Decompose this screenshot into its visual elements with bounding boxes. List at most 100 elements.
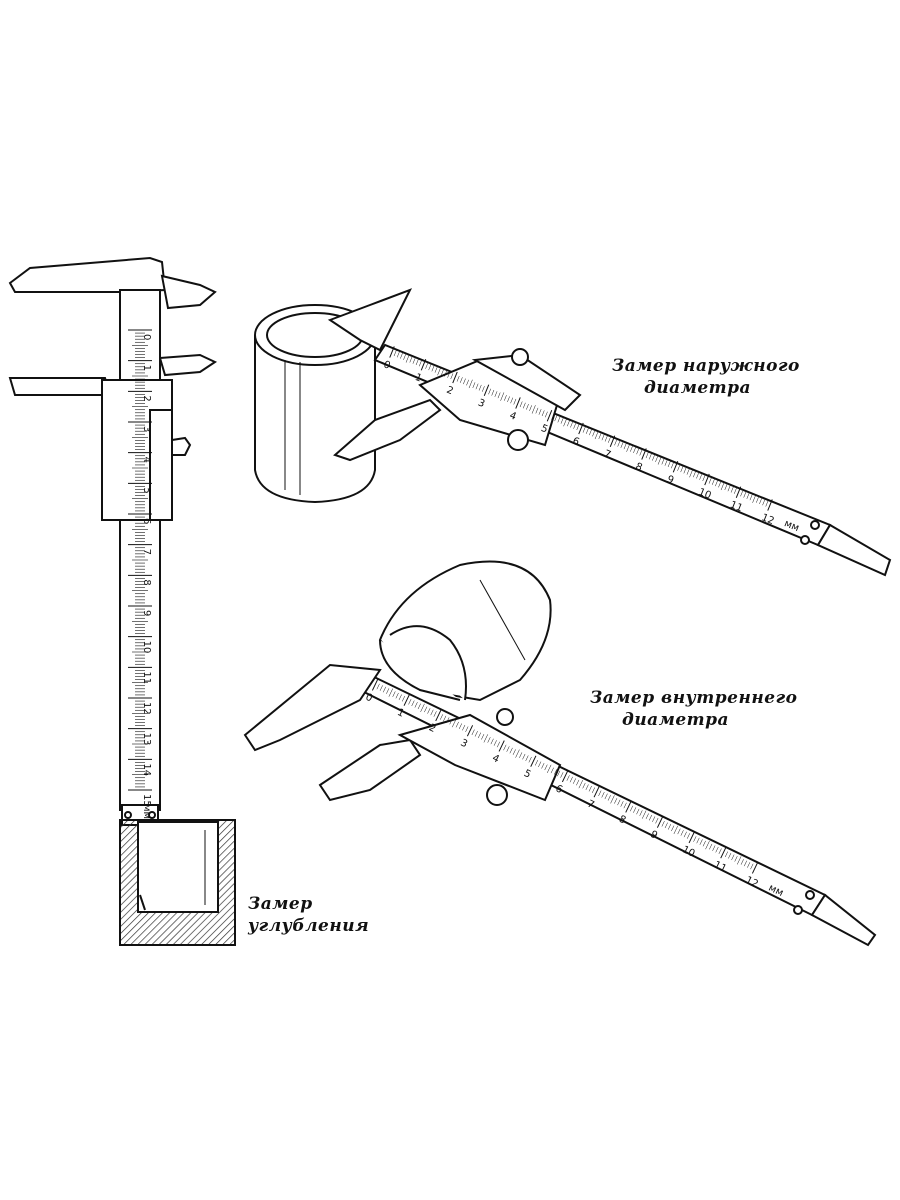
inner-lock-screw bbox=[496, 708, 514, 726]
diagonal-minor-tick bbox=[617, 440, 621, 447]
vertical-scale-number: 7 bbox=[141, 549, 152, 555]
diagonal-minor-tick bbox=[412, 358, 416, 364]
diagonal-minor-tick bbox=[494, 391, 498, 397]
diagonal-major-tick bbox=[371, 679, 379, 691]
outer-label-line2: диаметра bbox=[644, 378, 752, 398]
lock-screw bbox=[171, 436, 192, 456]
vertical-scale-number: 10 bbox=[141, 641, 152, 654]
diagonal-minor-tick bbox=[576, 779, 580, 786]
diagonal-scale-number: 9 bbox=[665, 474, 675, 487]
diagonal-major-tick bbox=[767, 499, 773, 511]
diagonal-minor-tick bbox=[392, 691, 396, 697]
diagonal-minor-tick bbox=[636, 448, 640, 455]
diagonal-minor-tick bbox=[582, 782, 586, 789]
diagonal-minor-tick bbox=[420, 703, 425, 713]
depth-label-line2: углубления bbox=[248, 916, 370, 936]
diagonal-minor-tick bbox=[541, 763, 545, 769]
diagonal-scale-number: 2 bbox=[445, 385, 455, 398]
diagonal-minor-tick bbox=[645, 813, 649, 819]
diagonal-minor-tick bbox=[388, 688, 394, 697]
diagonal-minor-tick bbox=[724, 484, 728, 491]
diagonal-minor-tick bbox=[746, 493, 750, 499]
diagonal-minor-tick bbox=[720, 481, 725, 491]
diagonal-minor-tick bbox=[664, 822, 668, 829]
outer-depth-rod bbox=[816, 523, 892, 577]
fixed-outer-jaw bbox=[8, 256, 167, 293]
diagonal-minor-tick bbox=[493, 740, 497, 746]
diagonal-minor-tick bbox=[500, 392, 505, 401]
diagonal-minor-tick bbox=[487, 737, 491, 743]
diagonal-minor-tick bbox=[614, 439, 618, 446]
vertical-scale-number: 4 bbox=[141, 457, 152, 463]
diagonal-scale-unit: мм bbox=[783, 518, 801, 534]
diagonal-minor-tick bbox=[765, 500, 769, 507]
diagonal-minor-tick bbox=[512, 749, 516, 755]
diagonal-minor-tick bbox=[585, 428, 589, 434]
diagonal-minor-tick bbox=[424, 706, 428, 713]
diagonal-minor-tick bbox=[447, 372, 451, 378]
diagonal-minor-tick bbox=[728, 852, 732, 859]
diagonal-minor-tick bbox=[509, 747, 513, 754]
inner-scale-ticks bbox=[371, 679, 759, 874]
diagonal-major-tick bbox=[751, 862, 759, 874]
diagonal-major-tick bbox=[578, 422, 584, 435]
diagonal-minor-tick bbox=[680, 830, 684, 836]
diagonal-minor-tick bbox=[705, 840, 710, 850]
vertical-scale-number: 13 bbox=[141, 733, 152, 746]
diagonal-minor-tick bbox=[730, 486, 734, 493]
diagonal-minor-tick bbox=[633, 447, 636, 454]
diagonal-major-tick bbox=[688, 831, 695, 844]
diagonal-minor-tick bbox=[623, 802, 627, 809]
diagonal-scale-number: 7 bbox=[585, 799, 596, 812]
diagonal-minor-tick bbox=[450, 373, 454, 380]
diagonal-minor-tick bbox=[519, 401, 523, 408]
diagonal-minor-tick bbox=[570, 421, 573, 428]
vertical-scale-number: 3 bbox=[141, 426, 152, 432]
diagonal-minor-tick bbox=[544, 411, 548, 418]
diagonal-minor-tick bbox=[711, 479, 715, 485]
diagonal-minor-tick bbox=[610, 795, 615, 804]
diagonal-minor-tick bbox=[428, 364, 432, 371]
vertical-scale-number: 0 bbox=[141, 334, 152, 340]
diagonal-minor-tick bbox=[430, 709, 434, 716]
vertical-scale-number: 5 bbox=[141, 487, 152, 493]
diagonal-minor-tick bbox=[496, 741, 501, 748]
diagonal-major-tick bbox=[530, 755, 537, 767]
diagonal-minor-tick bbox=[633, 807, 637, 813]
diagonal-minor-tick bbox=[569, 776, 573, 783]
diagonal-minor-tick bbox=[661, 458, 665, 465]
diagonal-minor-tick bbox=[607, 795, 611, 801]
diagonal-minor-tick bbox=[629, 805, 634, 812]
diagonal-minor-tick bbox=[582, 426, 586, 433]
diagonal-minor-tick bbox=[398, 694, 402, 701]
diagonal-minor-tick bbox=[409, 356, 413, 363]
diagonal-minor-tick bbox=[566, 775, 570, 781]
vertical-caliper bbox=[8, 256, 218, 826]
outer-label-line1: Замер наружного bbox=[612, 356, 800, 376]
diagonal-minor-tick bbox=[718, 848, 722, 855]
vertical-scale-number: 6 bbox=[141, 518, 152, 524]
vertical-scale-number: 8 bbox=[141, 579, 152, 585]
inner-depth-rod bbox=[810, 893, 877, 947]
diagonal-major-tick bbox=[672, 461, 679, 473]
depth-label-line1: Замер bbox=[248, 894, 313, 914]
diagonal-minor-tick bbox=[736, 856, 742, 865]
diagonal-minor-tick bbox=[478, 384, 482, 391]
diagonal-minor-tick bbox=[534, 759, 539, 766]
diagonal-minor-tick bbox=[620, 442, 624, 448]
diagonal-minor-tick bbox=[550, 767, 554, 774]
diagonal-major-tick bbox=[735, 486, 742, 498]
diagonal-major-tick bbox=[625, 801, 632, 813]
outer-diameter-label: Замер наружного диаметра bbox=[612, 355, 800, 399]
diagonal-minor-tick bbox=[468, 379, 473, 389]
diagonal-minor-tick bbox=[589, 429, 592, 436]
diagonal-scale-number: 3 bbox=[459, 738, 470, 751]
diagonal-major-tick bbox=[435, 709, 442, 722]
outer-scale-ticks bbox=[389, 346, 773, 511]
diagonal-minor-tick bbox=[683, 467, 687, 474]
diagonal-major-tick bbox=[593, 786, 600, 798]
sliding-outer-jaw bbox=[8, 377, 112, 396]
diagonal-minor-tick bbox=[743, 860, 748, 867]
sliding-inner-jaw bbox=[158, 353, 218, 377]
